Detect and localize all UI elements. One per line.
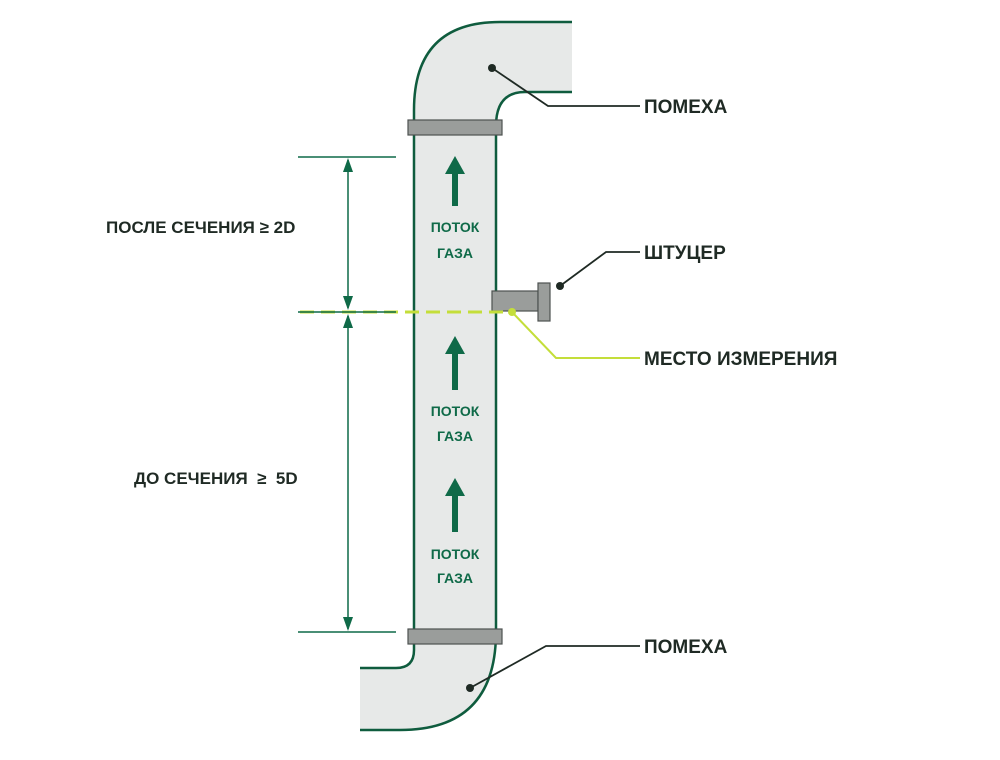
flow-arrow-head (445, 478, 465, 496)
pipe-body (360, 22, 572, 730)
after-section-label: ПОСЛЕ СЕЧЕНИЯ ≥ 2D (106, 218, 295, 237)
flow-label-1-line2: ГАЗА (437, 245, 473, 261)
dim-arrow-after-top (343, 158, 353, 172)
flow-label-2-line2: ГАЗА (437, 428, 473, 444)
flow-label-1-line1: ПОТОК (431, 219, 480, 235)
flow-label-3-line1: ПОТОК (431, 546, 480, 562)
fitting-label: ШТУЦЕР (644, 243, 726, 264)
fitting-leader (559, 251, 640, 287)
flow-arrow-3 (445, 478, 465, 532)
dim-arrow-before-top (343, 314, 353, 328)
flow-arrow-shaft (452, 494, 458, 532)
flow-arrow-head (445, 156, 465, 174)
fitting-cap (537, 282, 551, 322)
measurement-leader (511, 311, 640, 359)
pipe-outline-left (360, 20, 572, 670)
flow-label-3-line2: ГАЗА (437, 570, 473, 586)
flow-arrow-2 (445, 336, 465, 390)
interference-bottom-label: ПОМЕХА (644, 637, 728, 658)
flow-label-2-line1: ПОТОК (431, 403, 480, 419)
flow-arrow-shaft (452, 352, 458, 390)
interference-top-leader (491, 67, 640, 107)
flow-arrow-1 (445, 156, 465, 206)
flange-bottom (407, 628, 503, 645)
interference-top-label: ПОМЕХА (644, 97, 728, 118)
dim-arrow-before-bottom (343, 617, 353, 631)
pipe-outline-right (360, 90, 572, 732)
before-section-label: ДО СЕЧЕНИЯ ≥ 5D (134, 469, 298, 488)
fitting-tube (491, 290, 539, 312)
interference-bottom-leader (469, 645, 640, 689)
flange-top (407, 119, 503, 136)
measurement-point-label: МЕСТО ИЗМЕРЕНИЯ (644, 349, 837, 370)
flow-arrow-head (445, 336, 465, 354)
flow-arrow-shaft (452, 172, 458, 206)
dim-arrow-after-bottom (343, 296, 353, 310)
